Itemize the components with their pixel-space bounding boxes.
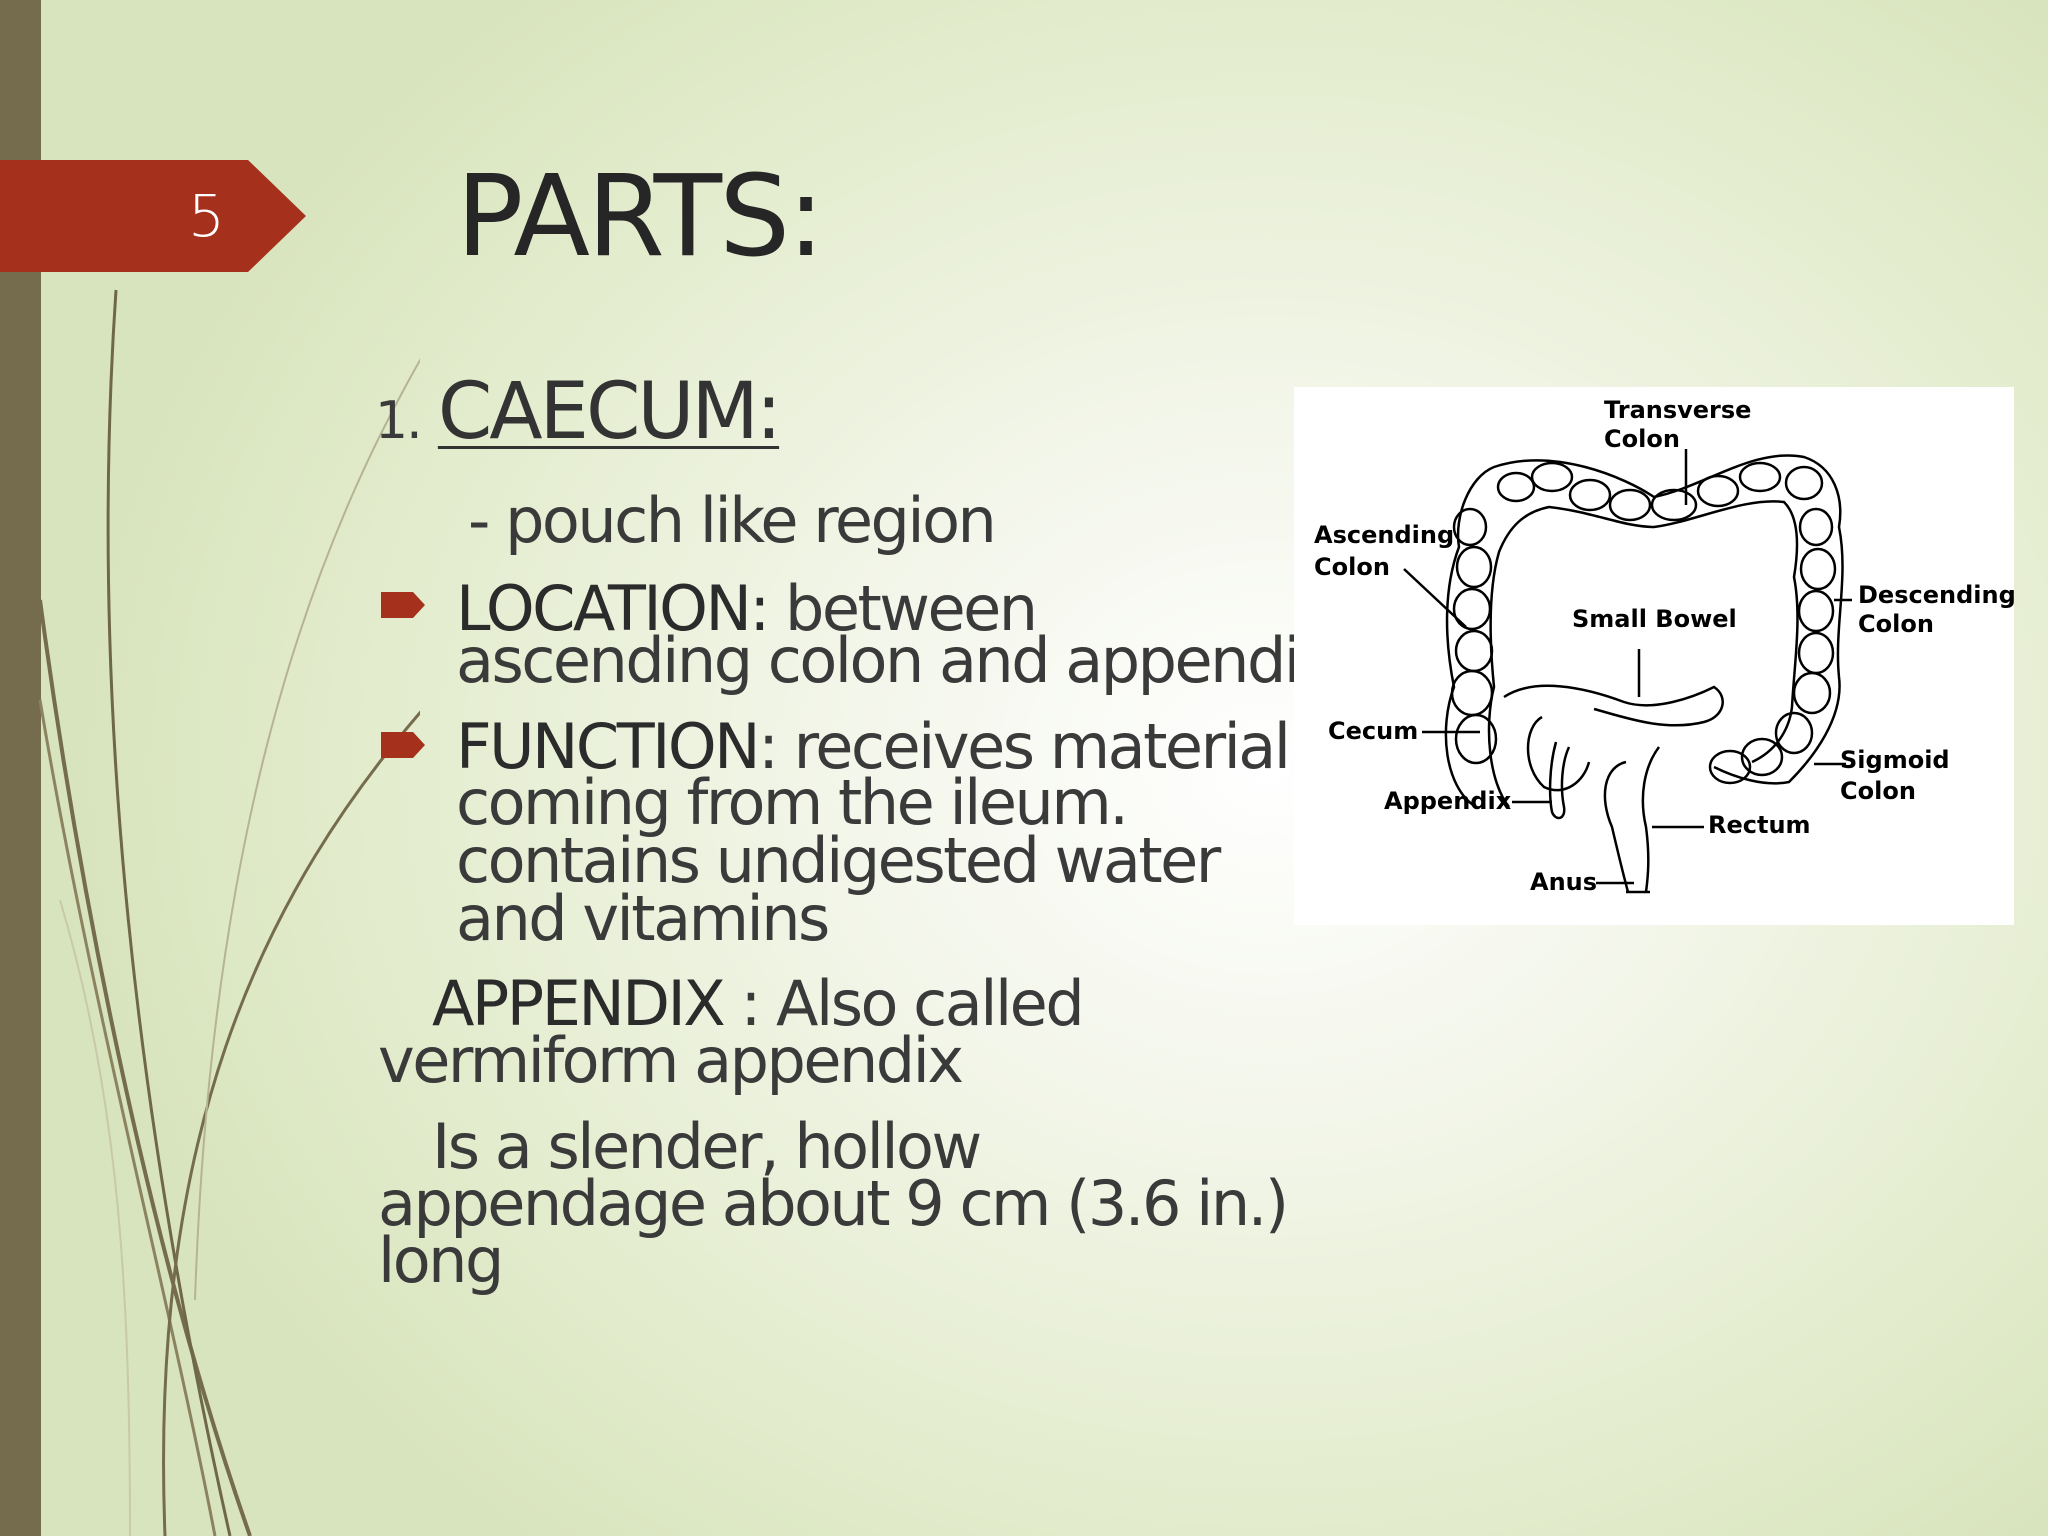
- label-transverse-2: Colon: [1604, 425, 1680, 453]
- description-line1: Is a slender, hollow: [432, 1110, 982, 1183]
- label-cecum: Cecum: [1328, 717, 1418, 745]
- function-line2: coming from the ileum.: [456, 766, 1129, 839]
- arrow-bullet-icon: [381, 732, 425, 758]
- section-heading: 1. CAECUM:: [375, 373, 782, 451]
- location-text: between: [784, 572, 1038, 645]
- function-label: FUNCTION: [456, 710, 761, 783]
- label-anus: Anus: [1530, 868, 1597, 896]
- section-number: 1.: [375, 391, 423, 451]
- label-descending-2: Colon: [1858, 610, 1934, 638]
- label-sigmoid-1: Sigmoid: [1840, 746, 1950, 774]
- appendix-text: : Also called: [723, 967, 1084, 1040]
- function-line1: FUNCTION: receives material: [456, 716, 1291, 778]
- arrow-bullet-icon: [381, 592, 425, 618]
- label-transverse-1: Transverse: [1604, 396, 1751, 424]
- location-line1: LOCATION: between: [456, 578, 1038, 640]
- function-line4: and vitamins: [456, 882, 830, 955]
- label-rectum: Rectum: [1708, 811, 1811, 839]
- intestine-illustration: Transverse Colon Ascending Colon Descend…: [1314, 396, 2014, 896]
- function-text: : receives material: [758, 710, 1291, 783]
- subtitle-text: - pouch like region: [468, 484, 997, 557]
- slide-number: 5: [188, 182, 225, 250]
- description-line3: long: [378, 1224, 504, 1297]
- caecum-heading: CAECUM:: [437, 367, 782, 457]
- slide-number-tab: [0, 160, 306, 272]
- label-descending-1: Descending: [1858, 581, 2014, 609]
- appendix-label: APPENDIX: [432, 967, 726, 1040]
- label-ascending-2: Colon: [1314, 553, 1390, 581]
- decorative-grass: [38, 289, 420, 1536]
- function-line3: contains undigested water: [456, 824, 1221, 897]
- location-label: LOCATION:: [456, 572, 770, 645]
- appendix-line2: vermiform appendix: [378, 1024, 964, 1097]
- appendix-line1: APPENDIX : Also called: [432, 973, 1085, 1035]
- location-line2: ascending colon and appendix: [456, 624, 1335, 697]
- large-intestine-diagram: Transverse Colon Ascending Colon Descend…: [1294, 387, 2014, 925]
- label-ascending-1: Ascending: [1314, 521, 1454, 549]
- label-appendix: Appendix: [1384, 787, 1512, 815]
- description-line2: appendage about 9 cm (3.6 in.): [378, 1167, 1289, 1240]
- label-small-bowel: Small Bowel: [1572, 605, 1737, 633]
- slide-title: PARTS:: [456, 152, 825, 282]
- label-sigmoid-2: Colon: [1840, 777, 1916, 805]
